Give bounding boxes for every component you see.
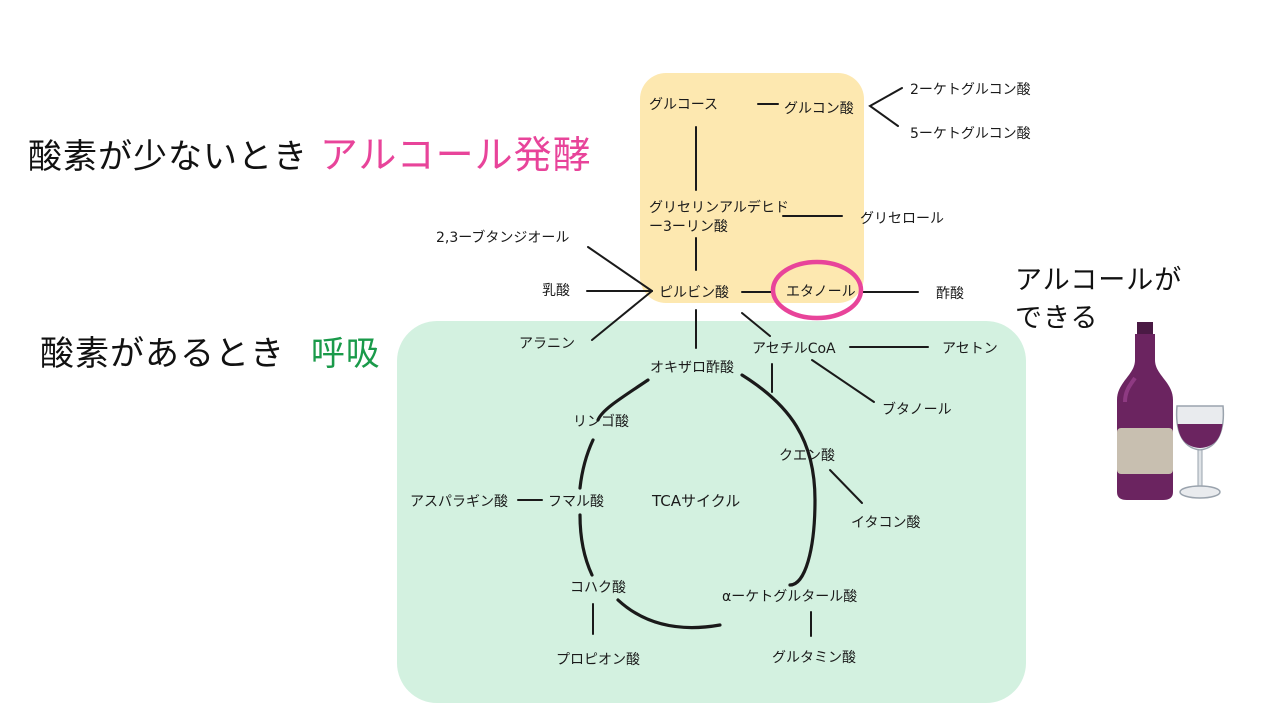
node-glycerol: グリセロール — [860, 211, 944, 227]
alcohol-fermentation-label: アルコール発酵 — [319, 133, 592, 177]
node-tca-cycle: TCAサイクル — [651, 492, 740, 510]
node-aspartic-acid: アスパラギン酸 — [410, 494, 508, 510]
node-alanine: アラニン — [519, 336, 575, 352]
node-acetyl-coa: アセチルCoA — [752, 341, 836, 357]
node-glyceraldehyde-label-1: グリセリンアルデヒド — [649, 199, 789, 216]
node-malic-acid: リンゴ酸 — [573, 413, 629, 430]
node-acetic-acid: 酢酸 — [936, 286, 964, 302]
node-butanediol: 2,3ーブタンジオール — [436, 229, 569, 246]
respiration-label: 呼吸 — [310, 334, 381, 374]
node-citric-acid: クエン酸 — [779, 448, 835, 464]
alcohol-note-line-1: アルコールが — [1015, 265, 1183, 296]
node-acetone: アセトン — [942, 341, 998, 357]
alcohol-note-line-2: できる — [1015, 303, 1099, 334]
node-gluconic-acid: グルコン酸 — [784, 101, 854, 117]
node-5-ketogluconic-acid: 5ーケトグルコン酸 — [910, 126, 1031, 142]
node-lactic-acid: 乳酸 — [542, 283, 570, 299]
node-ketoglutaric-acid: αーケトグルタール酸 — [722, 589, 857, 605]
ethanol-highlight-ring — [770, 259, 864, 321]
with-oxygen-label: 酸素があるとき — [40, 334, 285, 374]
node-propionic-acid: プロピオン酸 — [556, 652, 640, 668]
node-fumaric-acid: フマル酸 — [548, 494, 604, 510]
respiration-region — [397, 321, 1026, 703]
with-oxygen-heading: 酸素があるとき 呼吸 — [40, 326, 381, 375]
node-succinic-acid: コハク酸 — [570, 580, 626, 596]
node-ethanol: エタノール — [786, 284, 856, 300]
node-oxaloacetic-acid: オキザロ酢酸 — [650, 360, 734, 376]
node-glutamic-acid: グルタミン酸 — [772, 650, 856, 666]
node-pyruvic-acid: ピルビン酸 — [659, 285, 729, 301]
alcohol-note: アルコールが できる — [1015, 262, 1182, 338]
node-itaconic-acid: イタコン酸 — [851, 515, 920, 531]
low-oxygen-heading: 酸素が少ないとき アルコール発酵 — [28, 124, 592, 179]
node-butanol: ブタノール — [882, 401, 952, 418]
node-glucose: グルコース — [649, 97, 718, 113]
wine-bottle-and-glass-illustration — [1117, 322, 1225, 500]
low-oxygen-label: 酸素が少ないとき — [28, 137, 308, 177]
node-glyceraldehyde-label-2: ー3ーリン酸 — [649, 219, 728, 235]
node-2-ketogluconic-acid: 2ーケトグルコン酸 — [910, 82, 1031, 98]
